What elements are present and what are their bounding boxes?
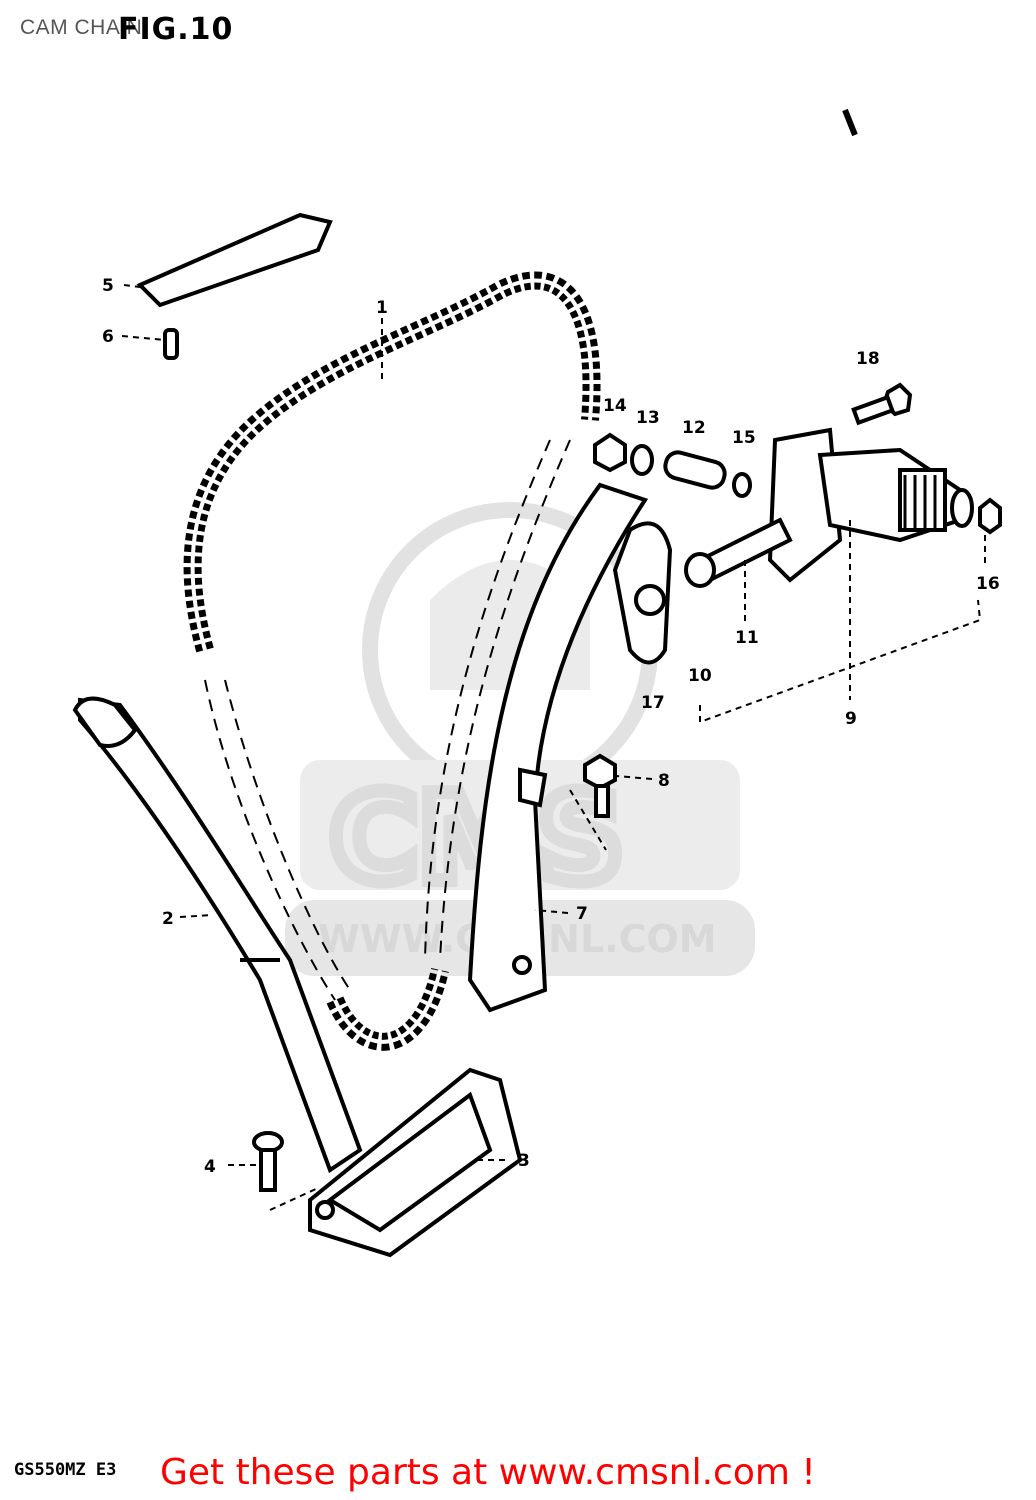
cam-chain [183, 271, 601, 1051]
callout-4: 4 [204, 1157, 216, 1177]
tensioner-assembly [684, 427, 1002, 588]
callout-8: 8 [658, 771, 670, 791]
leader-lines [121, 284, 986, 1211]
callout-1: 1 [376, 298, 388, 318]
callout-9: 9 [845, 709, 857, 729]
callout-6: 6 [102, 327, 114, 347]
chain-hidden-lines [204, 439, 571, 1001]
tensioner-arm [467, 482, 649, 1013]
callout-7: 7 [576, 904, 588, 924]
figure-title: FIG.10 [118, 12, 234, 47]
callout-15: 15 [732, 428, 756, 448]
callout-16: 16 [976, 574, 1000, 594]
callout-17: 17 [641, 693, 665, 713]
callout-11: 11 [735, 628, 759, 648]
callout-13: 13 [636, 408, 660, 428]
callout-3: 3 [518, 1151, 530, 1171]
gasket [612, 521, 673, 665]
chain-guide [72, 696, 363, 1174]
callout-numbers: 1 2 3 4 5 6 7 8 9 10 11 12 13 14 15 16 1… [102, 276, 1000, 1177]
callout-18: 18 [856, 349, 880, 369]
stray-mark [842, 108, 858, 137]
bolts [252, 382, 913, 1192]
tensioner-small-parts [593, 432, 752, 498]
page-title: CAM CHAIN [20, 16, 143, 39]
callout-14: 14 [603, 396, 627, 416]
callout-5: 5 [102, 276, 114, 296]
callout-10: 10 [688, 666, 712, 686]
promo-link[interactable]: Get these parts at www.cmsnl.com ! [160, 1452, 816, 1493]
callout-12: 12 [682, 418, 706, 438]
lower-guide-bracket [308, 1067, 523, 1258]
top-guide [136, 212, 333, 360]
model-code: GS550MZ E3 [14, 1460, 117, 1480]
callout-2: 2 [162, 909, 174, 929]
